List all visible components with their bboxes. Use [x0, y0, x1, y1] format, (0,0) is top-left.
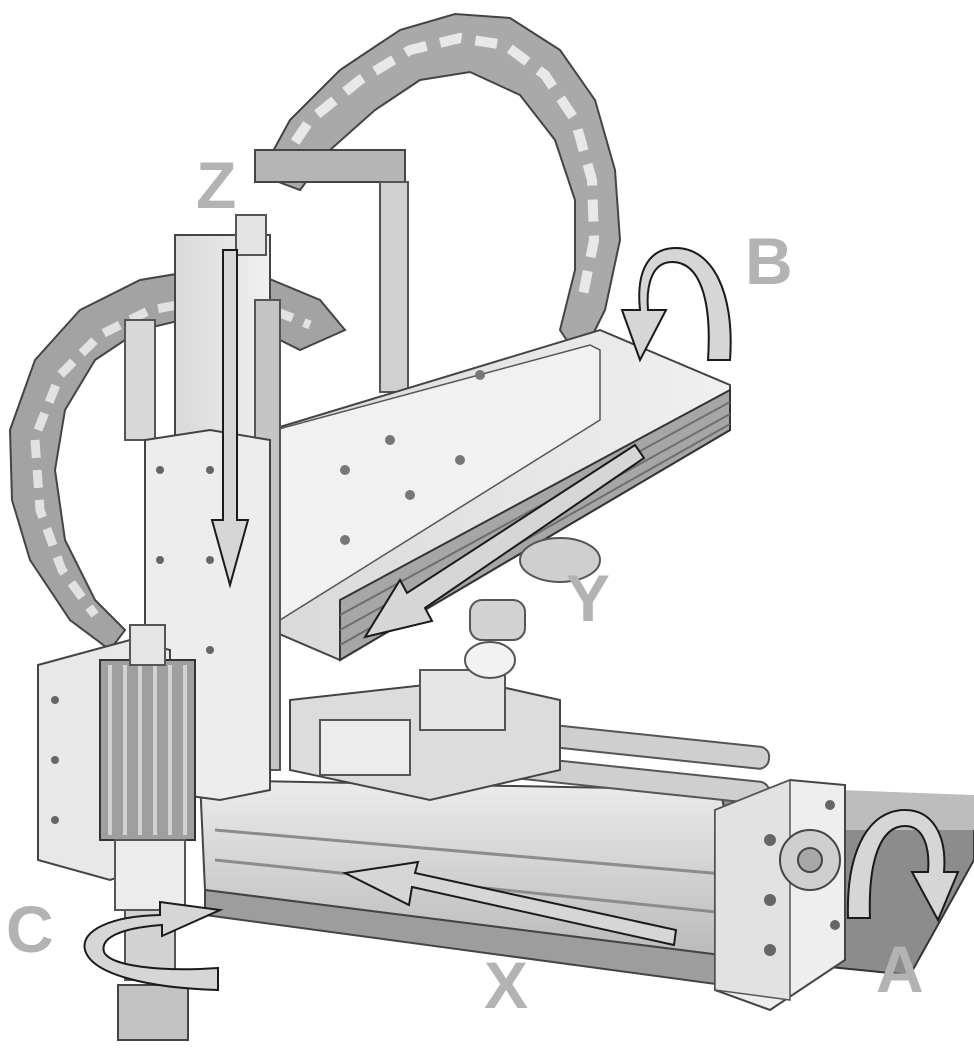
y-direction-arrow: [362, 443, 646, 639]
z-direction-arrow: [210, 249, 250, 589]
z-axis-label: Z: [196, 148, 237, 222]
xy-carriage: [289, 599, 561, 802]
a-axis-label: A: [876, 932, 924, 1006]
a-rotation-arrow: [846, 808, 960, 923]
b-axis-label: B: [745, 224, 793, 298]
c-axis-spindle: [99, 624, 196, 1041]
x-direction-arrow: [341, 860, 678, 947]
c-rotation-arrow: [83, 900, 224, 992]
a-axis-end-block: [714, 778, 846, 1012]
b-rotation-arrow: [620, 246, 732, 363]
y-axis-label: Y: [566, 561, 611, 635]
c-axis-label: C: [6, 892, 54, 966]
x-axis-label: X: [484, 948, 529, 1022]
